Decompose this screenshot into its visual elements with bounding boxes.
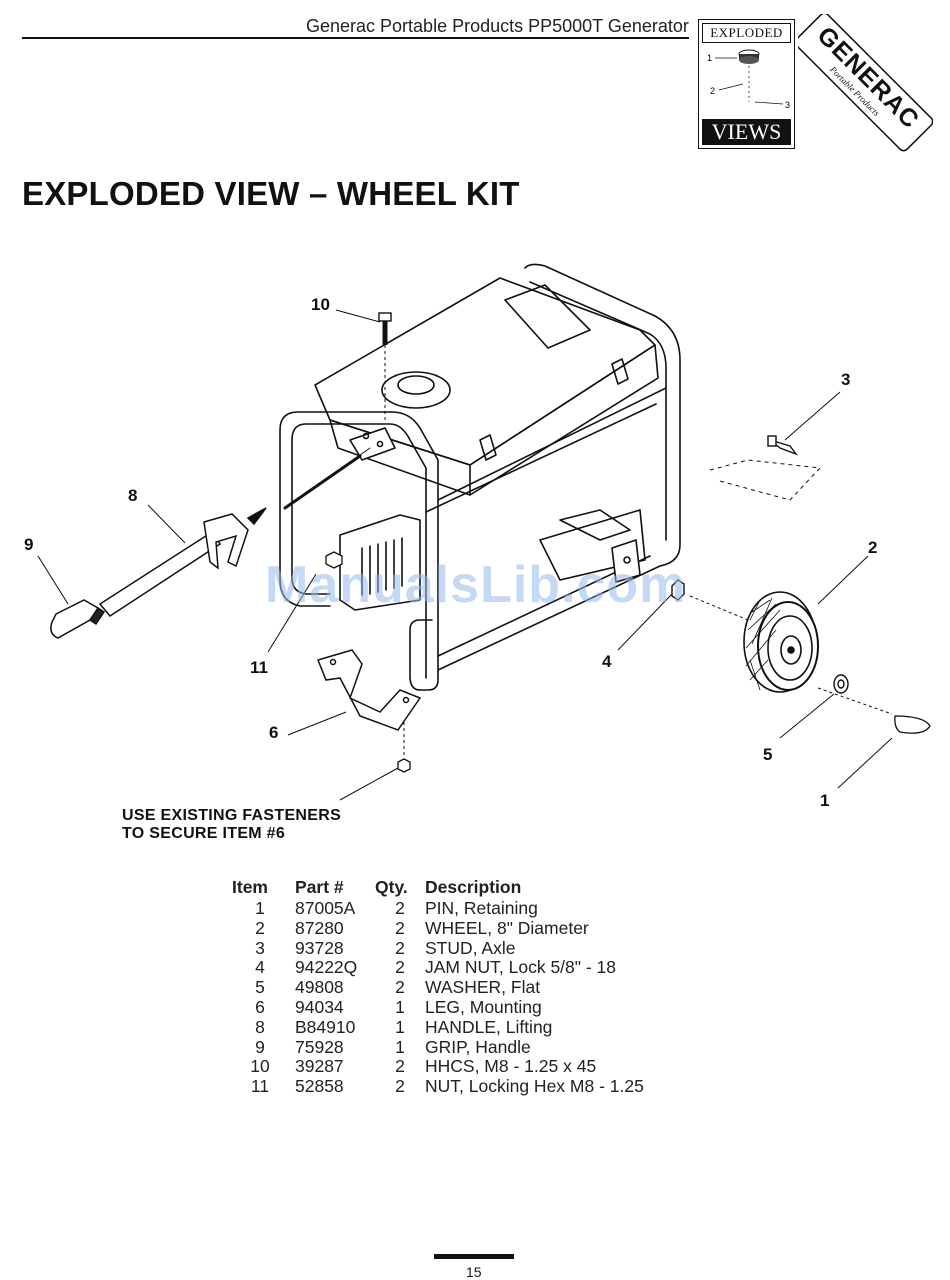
table-row: 6 94034 1 LEG, Mounting	[228, 996, 685, 1018]
table-row: 3 93728 2 STUD, Axle	[228, 937, 685, 959]
parts-table-header: Item Part # Qty. Description	[228, 877, 685, 899]
part-number: 94222Q	[295, 957, 358, 978]
part-number: B84910	[295, 1016, 356, 1037]
fastener-note: USE EXISTING FASTENERS TO SECURE ITEM #6	[122, 807, 341, 843]
badge-top-label: EXPLODED	[702, 23, 791, 43]
table-row: 4 94222Q 2 JAM NUT, Lock 5/8" - 18	[228, 958, 685, 978]
callout-6: 6	[269, 723, 279, 742]
exploded-views-badge: EXPLODED 1 2 3 VIEWS	[698, 19, 795, 149]
item-number: 1	[255, 898, 265, 918]
description: PIN, Retaining	[425, 898, 538, 918]
part-number: 75928	[295, 1036, 344, 1057]
description: HANDLE, Lifting	[425, 1016, 553, 1037]
item-number: 2	[255, 917, 265, 938]
quantity: 2	[395, 1056, 405, 1077]
exploded-diagram	[37, 263, 931, 801]
table-row: 1 87005A 2 PIN, Retaining	[228, 898, 685, 919]
quantity: 2	[395, 898, 405, 918]
badge-mini-diagram: 1 2 3	[707, 49, 790, 110]
callout-4: 4	[602, 652, 612, 671]
table-row: 9 75928 1 GRIP, Handle	[228, 1036, 685, 1058]
parts-table: Item Part # Qty. Description 1 87005A 2 PIN…	[228, 877, 685, 1097]
page-title: EXPLODED VIEW – WHEEL KIT	[22, 175, 520, 212]
callout-8: 8	[128, 486, 138, 505]
table-row: 5 49808 2 WASHER, Flat	[228, 977, 685, 998]
part-number: 87280	[295, 917, 344, 938]
fastener-note-line-2: TO SECURE ITEM #6	[122, 825, 286, 842]
item-number: 5	[255, 977, 265, 998]
description: HHCS, M8 - 1.25 x 45	[425, 1056, 597, 1077]
part-number: 93728	[295, 937, 344, 958]
description: LEG, Mounting	[425, 996, 542, 1017]
item-number: 10	[250, 1056, 270, 1077]
header-qty: Qty.	[375, 877, 408, 897]
quantity: 2	[395, 917, 405, 938]
part-number: 87005A	[295, 898, 356, 918]
callout-9: 9	[24, 535, 34, 554]
part-number: 94034	[295, 996, 344, 1017]
document-header-title: Generac Portable Products PP5000T Genera…	[306, 16, 689, 36]
footer-bar	[434, 1254, 514, 1259]
callout-5: 5	[763, 745, 773, 764]
badge-callout-1: 1	[707, 53, 712, 63]
header-part-number: Part #	[295, 877, 344, 897]
item-number: 6	[255, 996, 265, 1017]
watermark: ManualsLib.com	[265, 556, 687, 614]
item-number: 8	[255, 1016, 265, 1037]
description: STUD, Axle	[425, 937, 516, 958]
header-rule	[22, 37, 689, 39]
quantity: 2	[395, 957, 405, 978]
header-description: Description	[425, 877, 522, 897]
part-number: 39287	[295, 1056, 344, 1077]
quantity: 2	[395, 977, 405, 998]
callout-10: 10	[311, 295, 330, 314]
page-number: 15	[466, 1264, 482, 1280]
quantity: 2	[395, 1076, 405, 1097]
badge-callout-2: 2	[710, 86, 715, 96]
description: GRIP, Handle	[425, 1036, 531, 1057]
item-number: 3	[255, 937, 265, 958]
callout-2: 2	[868, 538, 878, 557]
fastener-note-line-1: USE EXISTING FASTENERS	[122, 807, 342, 824]
badge-bottom-label: VIEWS	[702, 119, 791, 145]
item-number: 9	[255, 1036, 265, 1057]
callout-1: 1	[820, 791, 830, 810]
callout-3: 3	[841, 370, 851, 389]
table-row: 10 39287 2 HHCS, M8 - 1.25 x 45	[228, 1057, 685, 1077]
quantity: 2	[395, 937, 405, 958]
callout-11: 11	[250, 658, 268, 677]
item-number: 4	[255, 957, 265, 978]
quantity: 1	[395, 996, 405, 1017]
part-number: 52858	[295, 1076, 344, 1097]
table-row: 2 87280 2 WHEEL, 8" Diameter	[228, 917, 685, 939]
table-row: 8 B84910 1 HANDLE, Lifting	[228, 1016, 685, 1038]
description: WASHER, Flat	[425, 977, 541, 998]
quantity: 1	[395, 1016, 405, 1037]
generac-logo: GENERAC Portable Products	[798, 14, 933, 152]
table-row: 11 52858 2 NUT, Locking Hex M8 - 1.25	[228, 1076, 685, 1097]
item-number: 11	[250, 1076, 270, 1097]
description: NUT, Locking Hex M8 - 1.25	[425, 1076, 644, 1097]
quantity: 1	[395, 1036, 405, 1057]
badge-callout-3: 3	[785, 100, 790, 110]
part-number: 49808	[295, 977, 344, 998]
description: WHEEL, 8" Diameter	[425, 917, 589, 938]
header-item: Item	[232, 877, 268, 897]
description: JAM NUT, Lock 5/8" - 18	[425, 957, 616, 978]
